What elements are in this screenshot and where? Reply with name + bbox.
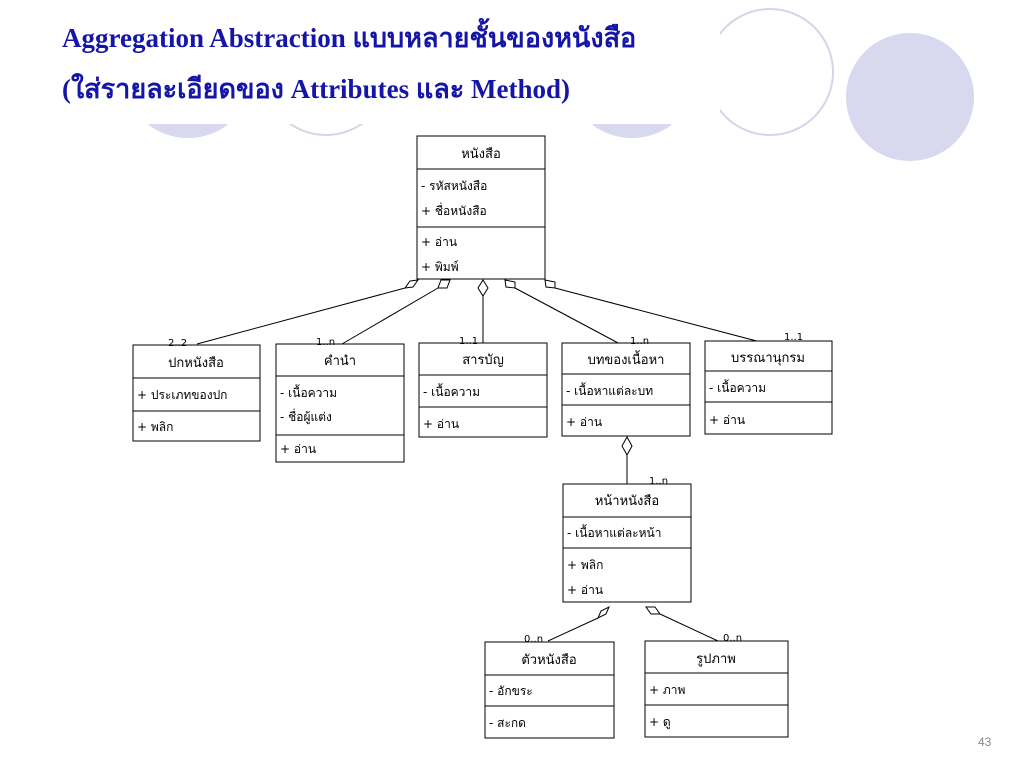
operation: + พลิก bbox=[137, 420, 173, 434]
aggregation-lines bbox=[196, 287, 769, 642]
multiplicity: 1..n bbox=[316, 337, 335, 348]
multiplicity: 1..1 bbox=[784, 332, 803, 343]
operation: + อ่าน bbox=[567, 583, 603, 597]
class-name: บรรณานุกรม bbox=[731, 351, 805, 366]
class-box bbox=[132, 344, 261, 442]
attribute: - เนื้อความ bbox=[280, 384, 337, 400]
diamond-icon bbox=[437, 279, 451, 289]
operation: + ดู bbox=[649, 715, 671, 730]
class-letter: ตัวหนังสือ - อักขระ - สะกด 0..n bbox=[484, 634, 615, 739]
multiplicity: 1..n bbox=[649, 476, 668, 487]
operation: + อ่าน bbox=[709, 413, 745, 427]
class-page: หน้าหนังสือ - เนื้อหาแต่ละหน้า + พลิก + … bbox=[562, 476, 692, 603]
diamond-icon bbox=[597, 605, 610, 620]
class-chapter: บทของเนื้อหา - เนื้อหาแต่ละบท + อ่าน 1..… bbox=[561, 336, 691, 437]
aggregation-line-chapter bbox=[514, 287, 621, 345]
class-box bbox=[418, 342, 548, 438]
class-box bbox=[416, 135, 546, 280]
attribute: + ชื่อหนังสือ bbox=[421, 202, 487, 218]
diamond-icon bbox=[477, 279, 489, 297]
aggregation-line-bibliography bbox=[554, 287, 769, 345]
attribute: + ประเภทของปก bbox=[137, 388, 227, 402]
class-book: หนังสือ - รหัสหนังสือ + ชื่อหนังสือ + อ่… bbox=[416, 135, 546, 280]
class-box bbox=[275, 343, 405, 463]
slide-title: Aggregation Abstraction แบบหลายชั้นของหน… bbox=[62, 23, 637, 53]
page-number: 43 bbox=[978, 735, 992, 749]
operation: + พิมพ์ bbox=[421, 260, 459, 274]
attribute: - เนื้อความ bbox=[709, 379, 766, 395]
diamond-icon bbox=[403, 279, 420, 289]
multiplicity: 0..n bbox=[723, 633, 742, 644]
title-band bbox=[0, 0, 720, 124]
slide-subtitle: (ใส่รายละเอียดของ Attributes และ Method) bbox=[62, 74, 571, 104]
class-toc: สารบัญ - เนื้อความ + อ่าน 1..1 bbox=[418, 336, 548, 438]
attribute: - เนื้อหาแต่ละหน้า bbox=[567, 524, 661, 540]
class-box bbox=[484, 641, 615, 739]
class-box bbox=[644, 640, 789, 738]
attribute: - ชื่อผู้แต่ง bbox=[280, 408, 332, 425]
class-bibliography: บรรณานุกรม - เนื้อความ + อ่าน 1..1 bbox=[704, 332, 833, 435]
operation: + พลิก bbox=[567, 558, 603, 572]
class-preface: คำนำ - เนื้อความ - ชื่อผู้แต่ง + อ่าน 1.… bbox=[275, 337, 405, 463]
class-name: ตัวหนังสือ bbox=[521, 652, 576, 668]
multiplicity: 0..n bbox=[524, 634, 543, 645]
operation: + อ่าน bbox=[280, 442, 316, 456]
attribute: + ภาพ bbox=[649, 683, 686, 697]
aggregation-diamonds bbox=[403, 279, 661, 620]
multiplicity: 1..1 bbox=[459, 336, 478, 347]
class-box bbox=[561, 342, 691, 437]
class-picture: รูปภาพ + ภาพ + ดู 0..n bbox=[644, 633, 789, 738]
class-name: คำนำ bbox=[324, 354, 356, 369]
diamond-icon bbox=[645, 606, 661, 615]
attribute: - เนื้อความ bbox=[423, 383, 480, 399]
class-box bbox=[704, 340, 833, 435]
diamond-icon bbox=[504, 279, 516, 289]
diamond-icon bbox=[544, 279, 556, 289]
class-name: หนังสือ bbox=[461, 146, 501, 162]
class-name: ปกหนังสือ bbox=[168, 355, 224, 371]
operation: + อ่าน bbox=[421, 235, 457, 249]
decor-circle bbox=[846, 33, 974, 161]
attribute: - อักขระ bbox=[489, 684, 533, 698]
aggregation-line-preface bbox=[341, 287, 439, 345]
class-name: สารบัญ bbox=[462, 353, 504, 368]
operation: - สะกด bbox=[489, 716, 526, 730]
diamond-icon bbox=[621, 435, 633, 457]
operation: + อ่าน bbox=[566, 415, 602, 429]
operation: + อ่าน bbox=[423, 417, 459, 431]
class-name: หน้าหนังสือ bbox=[595, 493, 659, 509]
multiplicity: 2..2 bbox=[168, 338, 187, 349]
class-name: บทของเนื้อหา bbox=[588, 350, 665, 368]
aggregation-line-letter bbox=[547, 617, 599, 642]
class-name: รูปภาพ bbox=[696, 652, 736, 667]
class-box bbox=[562, 483, 692, 603]
attribute: - เนื้อหาแต่ละบท bbox=[566, 382, 653, 398]
aggregation-line-cover bbox=[196, 287, 406, 345]
aggregation-line-picture bbox=[659, 613, 719, 642]
multiplicity: 1..n bbox=[630, 336, 649, 347]
attribute: - รหัสหนังสือ bbox=[421, 179, 487, 193]
class-cover: ปกหนังสือ + ประเภทของปก + พลิก 2..2 bbox=[132, 338, 261, 442]
